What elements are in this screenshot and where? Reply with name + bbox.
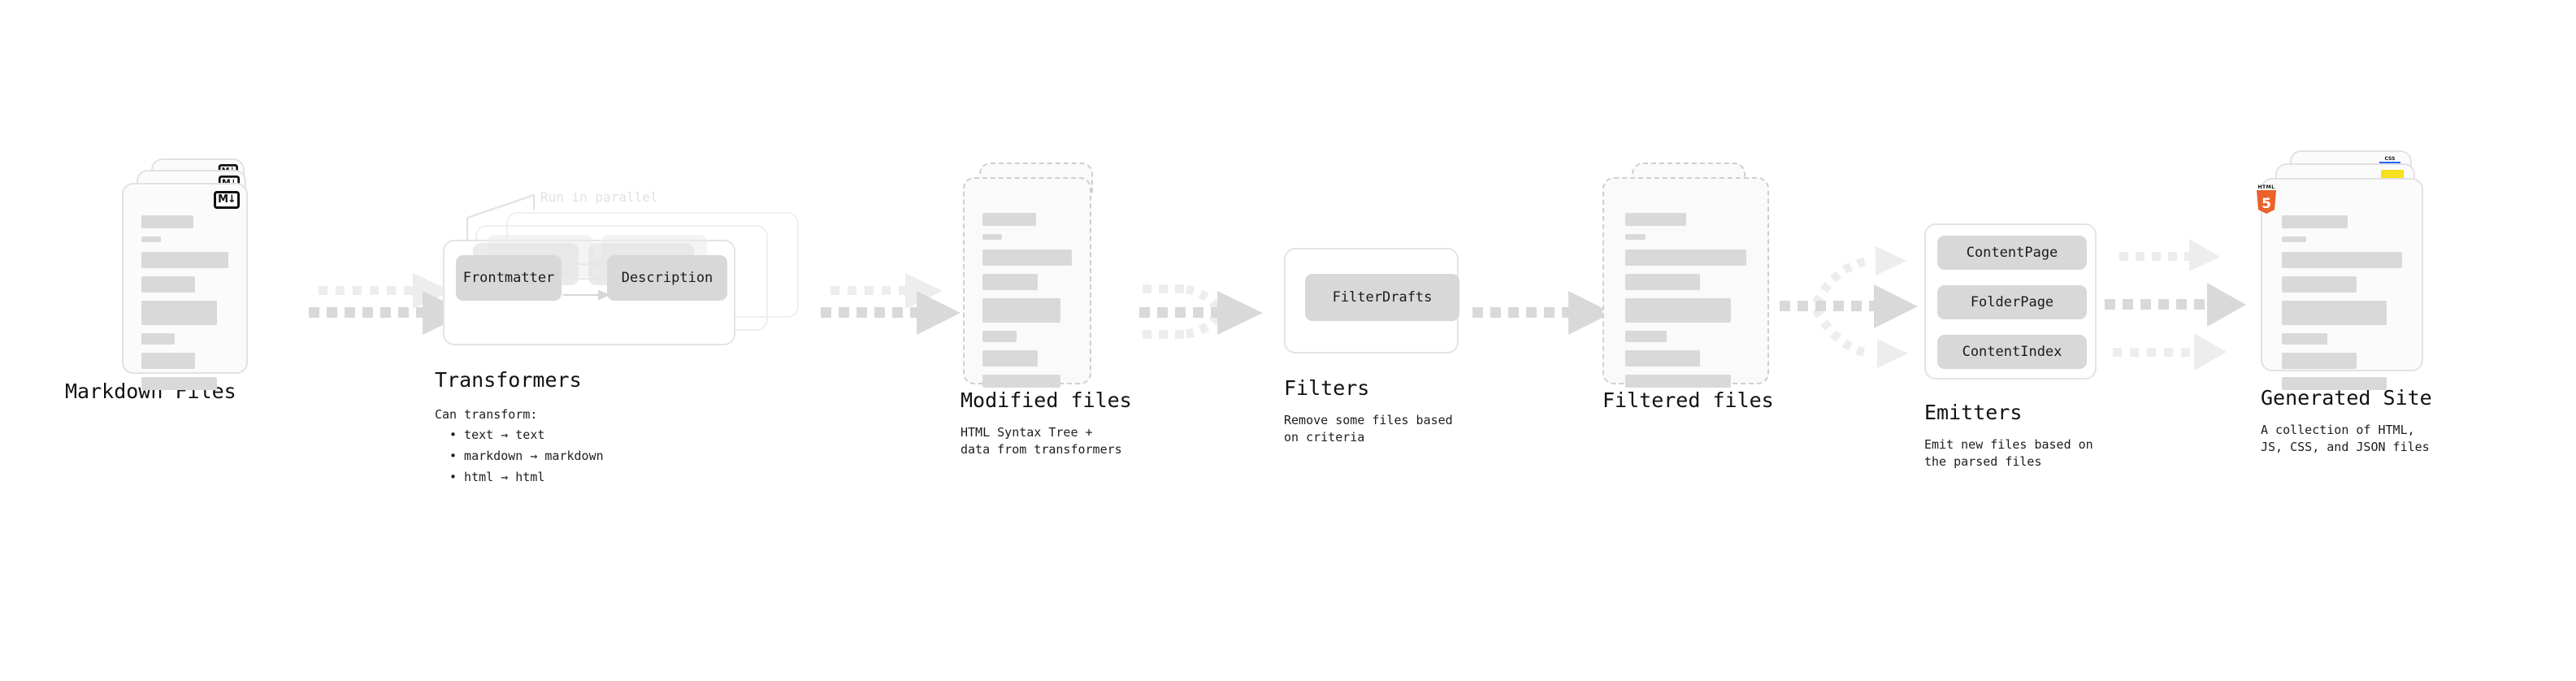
arrow-filtered-to-emitters (1780, 246, 1918, 368)
doc-line (1625, 213, 1686, 226)
emitters-box: ContentPage FolderPage ContentIndex (1924, 223, 2097, 380)
doc-line (2282, 215, 2348, 228)
html5-shield-icon: 5 (2257, 190, 2276, 214)
doc-line (982, 213, 1036, 226)
svg-text:5: 5 (2262, 196, 2271, 212)
doc-body-lines (2282, 215, 2402, 398)
markdown-badge: M↓ (214, 191, 240, 209)
stage-title-modified-files: Modified files (961, 388, 1132, 412)
html5-badge: HTML 5 (2254, 184, 2279, 214)
arrow-modified-to-filters (1139, 284, 1263, 339)
doc-body-lines (141, 215, 228, 398)
arrow-emitters-to-site (2105, 239, 2246, 371)
stage-generated-site: CSS HTML 5 (2257, 150, 2448, 454)
filters-box: FilterDrafts (1284, 248, 1459, 354)
doc-line (1625, 234, 1646, 240)
generated-card-front: HTML 5 (2257, 178, 2423, 390)
doc-body-lines (1625, 213, 1746, 396)
emitter-chip-contentindex[interactable]: ContentIndex (1937, 335, 2087, 369)
emitters-subtitle: Emit new files based on the parsed files (1924, 437, 2093, 469)
doc-line (1625, 249, 1746, 266)
doc-line (2282, 353, 2357, 369)
doc-line (1625, 274, 1701, 290)
doc-line (2282, 377, 2387, 390)
stage-filtered-files: Filtered files (1602, 163, 1774, 412)
markdown-card-front: M↓ (122, 183, 248, 390)
emitter-chip-folderpage[interactable]: FolderPage (1937, 285, 2087, 319)
doc-line (1625, 350, 1701, 367)
doc-line (1625, 331, 1667, 342)
stage-title-emitters: Emitters (1924, 401, 2023, 424)
doc-line (1625, 298, 1731, 323)
doc-line (141, 377, 218, 390)
doc-line (141, 215, 194, 228)
filter-chip-filterdrafts[interactable]: FilterDrafts (1305, 274, 1459, 321)
arrow-filters-to-filtered (1472, 291, 1612, 335)
transformers-box-front: Frontmatter Description (443, 235, 735, 345)
transformers-bullet-1: • markdown → markdown (449, 449, 604, 463)
doc-line (1625, 375, 1731, 388)
doc-line (2282, 276, 2357, 293)
doc-line (141, 353, 196, 369)
stage-title-transformers: Transformers (435, 368, 582, 392)
transformer-chip-description[interactable]: Description (607, 255, 727, 301)
generated-card-stack: CSS HTML 5 (2257, 150, 2448, 390)
stage-modified-files: Modified files HTML Syntax Tree + data f… (961, 163, 1134, 457)
run-in-parallel-label: Run in parallel (540, 189, 658, 205)
modified-card-stack (963, 163, 1134, 388)
doc-line (982, 234, 1003, 240)
modified-card-front (963, 177, 1091, 388)
filtered-card-front (1602, 177, 1769, 388)
emitter-chip-contentpage[interactable]: ContentPage (1937, 236, 2087, 270)
doc-line (141, 301, 218, 325)
transformer-inner-arrows (563, 258, 610, 301)
modified-files-subtitle: HTML Syntax Tree + data from transformer… (961, 425, 1122, 457)
doc-line (141, 252, 228, 268)
stage-markdown-files: M↓ M↓ M↓ Markdown Files (65, 158, 297, 403)
doc-line (2282, 333, 2328, 345)
doc-line (2282, 236, 2306, 242)
run-in-parallel-bracket (466, 193, 535, 252)
markdown-card-stack: M↓ M↓ M↓ (122, 158, 297, 390)
transformers-bullet-2: • html → html (449, 470, 545, 484)
doc-line (2282, 301, 2387, 325)
arrow-transformers-to-modified (821, 273, 961, 335)
doc-line (982, 331, 1017, 342)
stage-title-filtered-files: Filtered files (1602, 388, 1774, 412)
transformers-subtitle: Can transform: (435, 407, 538, 422)
css3-badge: CSS (2379, 156, 2400, 164)
doc-body-lines (982, 213, 1072, 396)
generated-site-subtitle: A collection of HTML, JS, CSS, and JSON … (2261, 423, 2430, 454)
doc-line (141, 276, 196, 293)
transformer-chip-frontmatter[interactable]: Frontmatter (456, 255, 562, 301)
filtered-card-stack (1602, 163, 1773, 388)
html5-badge-label: HTML (2257, 184, 2275, 190)
doc-line (141, 236, 161, 242)
doc-line (982, 274, 1039, 290)
stage-title-filters: Filters (1284, 376, 1370, 400)
doc-line (2282, 252, 2402, 268)
transformers-bullet-0: • text → text (449, 427, 545, 442)
doc-line (982, 375, 1060, 388)
doc-line (982, 249, 1072, 266)
doc-line (141, 333, 175, 345)
filters-subtitle: Remove some files based on criteria (1284, 413, 1453, 445)
doc-line (982, 298, 1060, 323)
doc-line (982, 350, 1039, 367)
